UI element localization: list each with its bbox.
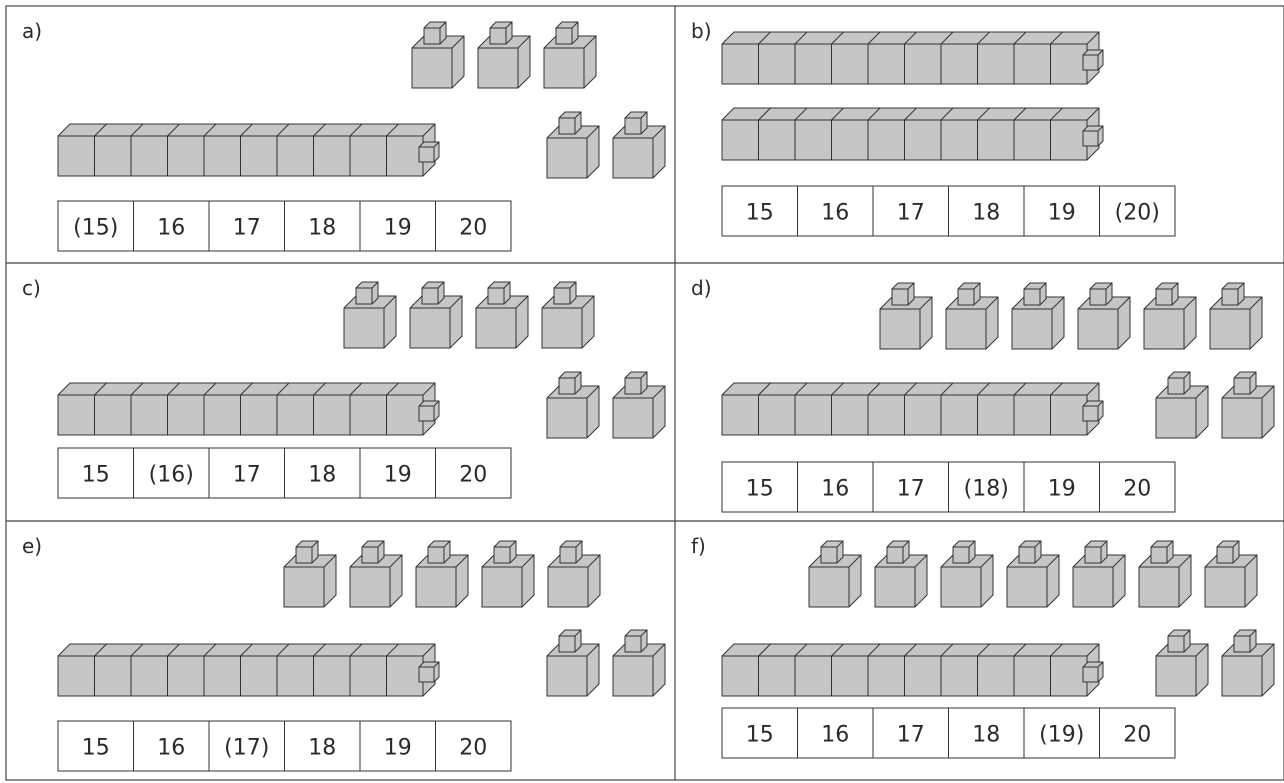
panel-label: f) xyxy=(691,534,706,558)
panel-label: a) xyxy=(22,19,42,43)
number-cell: 19 xyxy=(1048,477,1076,502)
unit-cube xyxy=(350,541,402,607)
ten-rod xyxy=(58,124,439,176)
ten-rod xyxy=(722,32,1103,84)
unit-cube xyxy=(1210,283,1262,349)
number-cell: (16) xyxy=(149,463,194,488)
unit-cube xyxy=(476,282,528,348)
number-cell: 17 xyxy=(233,463,261,488)
panel-a: a) (15) 16 17 18 19 20 xyxy=(22,19,665,251)
number-cell: 20 xyxy=(1123,477,1151,502)
number-cell: 18 xyxy=(972,723,1000,748)
panel-label: b) xyxy=(691,19,712,43)
unit-cube xyxy=(482,541,534,607)
unit-cube xyxy=(1222,630,1274,696)
number-cell: (19) xyxy=(1039,723,1084,748)
unit-cube xyxy=(548,541,600,607)
number-cell: 18 xyxy=(308,216,336,241)
number-cell: 15 xyxy=(746,201,774,226)
unit-cube xyxy=(542,282,594,348)
panel-f: f) 15 16 17 18 (19) 20 xyxy=(691,534,1274,758)
unit-cube xyxy=(1144,283,1196,349)
number-cell: 20 xyxy=(459,463,487,488)
number-cell: 16 xyxy=(157,736,185,761)
number-cell: 16 xyxy=(821,723,849,748)
number-cell: 18 xyxy=(308,736,336,761)
unit-cube xyxy=(1012,283,1064,349)
number-strip: 15 (16) 17 18 19 20 xyxy=(58,448,511,498)
number-cell: 15 xyxy=(746,477,774,502)
unit-cube xyxy=(875,541,927,607)
unit-cube xyxy=(613,372,665,438)
ten-rod xyxy=(722,108,1103,160)
number-cell: 17 xyxy=(897,477,925,502)
number-strip: 15 16 17 18 (19) 20 xyxy=(722,708,1175,758)
unit-cube xyxy=(1078,283,1130,349)
panel-d: d) 15 16 17 (18) 19 20 xyxy=(691,276,1274,512)
ten-rod xyxy=(722,383,1103,435)
ten-rod xyxy=(722,644,1103,696)
unit-cube xyxy=(880,283,932,349)
unit-cube xyxy=(1007,541,1059,607)
number-cell: 19 xyxy=(384,736,412,761)
unit-cube xyxy=(1222,372,1274,438)
unit-cube xyxy=(1156,630,1208,696)
unit-cube xyxy=(412,22,464,88)
panels: a) (15) 16 17 18 19 20 b) 15 16 17 18 19 (20) c) 15 (16)… xyxy=(22,19,1274,771)
number-strip: 15 16 (17) 18 19 20 xyxy=(58,721,511,771)
unit-cube xyxy=(547,372,599,438)
panel-b: b) 15 16 17 18 19 (20) xyxy=(691,19,1175,236)
number-cell: 20 xyxy=(1123,723,1151,748)
unit-cube xyxy=(416,541,468,607)
number-cell: (18) xyxy=(964,477,1009,502)
panel-e: e) 15 16 (17) 18 19 20 xyxy=(22,534,665,771)
number-cell: 17 xyxy=(897,201,925,226)
unit-cube xyxy=(1205,541,1257,607)
panel-label: d) xyxy=(691,276,712,300)
unit-cube xyxy=(284,541,336,607)
panel-label: e) xyxy=(22,534,42,558)
number-cell: 18 xyxy=(972,201,1000,226)
unit-cube xyxy=(410,282,462,348)
unit-cube xyxy=(941,541,993,607)
unit-cube xyxy=(478,22,530,88)
number-cell: 20 xyxy=(459,736,487,761)
number-cell: 20 xyxy=(459,216,487,241)
number-cell: (20) xyxy=(1115,201,1160,226)
unit-cube xyxy=(547,112,599,178)
unit-cube xyxy=(1073,541,1125,607)
number-cell: 15 xyxy=(82,736,110,761)
unit-cube xyxy=(1139,541,1191,607)
ten-rod xyxy=(58,383,439,435)
number-cell: (17) xyxy=(224,736,269,761)
panel-c: c) 15 (16) 17 18 19 20 xyxy=(22,276,665,498)
number-strip: 15 16 17 18 19 (20) xyxy=(722,186,1175,236)
number-cell: 15 xyxy=(82,463,110,488)
number-cell: 16 xyxy=(821,201,849,226)
number-cell: 19 xyxy=(384,216,412,241)
number-cell: 19 xyxy=(1048,201,1076,226)
unit-cube xyxy=(344,282,396,348)
number-strip: (15) 16 17 18 19 20 xyxy=(58,201,511,251)
panel-label: c) xyxy=(22,276,41,300)
number-cell: 16 xyxy=(157,216,185,241)
unit-cube xyxy=(544,22,596,88)
unit-cube xyxy=(613,112,665,178)
ten-rod xyxy=(58,644,439,696)
unit-cube xyxy=(547,630,599,696)
number-cell: 19 xyxy=(384,463,412,488)
number-strip: 15 16 17 (18) 19 20 xyxy=(722,462,1175,512)
unit-cube xyxy=(809,541,861,607)
number-cell: 17 xyxy=(897,723,925,748)
number-cell: 15 xyxy=(746,723,774,748)
unit-cube xyxy=(946,283,998,349)
number-cell: 18 xyxy=(308,463,336,488)
number-cell: (15) xyxy=(73,216,118,241)
number-cell: 17 xyxy=(233,216,261,241)
unit-cube xyxy=(613,630,665,696)
unit-cube xyxy=(1156,372,1208,438)
number-cell: 16 xyxy=(821,477,849,502)
